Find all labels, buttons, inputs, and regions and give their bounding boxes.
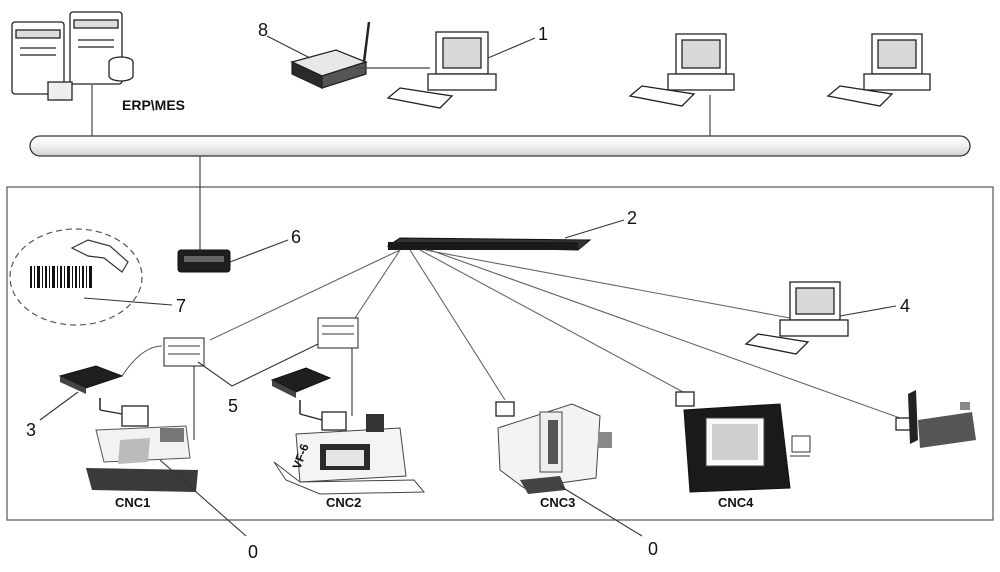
callout-5: 5 xyxy=(228,396,238,416)
callout-0b: 0 xyxy=(648,539,658,559)
cnc4-label: CNC4 xyxy=(718,495,754,510)
erp-mes-server-icon xyxy=(11,11,134,101)
computer-4-icon xyxy=(744,281,849,355)
callout-7: 7 xyxy=(176,296,186,316)
erp-mes-label: ERP\MES xyxy=(122,97,185,113)
callout-3: 3 xyxy=(26,420,36,440)
robot-arm-icon xyxy=(895,390,976,448)
switch-links xyxy=(209,249,901,419)
leader-3 xyxy=(39,391,79,421)
cnc1-label: CNC1 xyxy=(115,495,150,510)
cnc3-machine-icon xyxy=(495,401,612,494)
leader-0b xyxy=(559,485,643,537)
cnc1-machine-icon xyxy=(86,398,198,492)
workshop-boundary xyxy=(6,186,994,521)
handheld-scanner-icon xyxy=(70,239,129,273)
wireless-router-icon xyxy=(290,21,371,89)
leader-2 xyxy=(564,219,625,239)
cnc2-label: CNC2 xyxy=(326,495,361,510)
barcode-icon xyxy=(30,266,92,288)
callout-1: 1 xyxy=(538,24,548,44)
callout-6: 6 xyxy=(291,227,301,247)
callout-2: 2 xyxy=(627,208,637,228)
callout-4: 4 xyxy=(900,296,910,316)
callout-8: 8 xyxy=(258,20,268,40)
leader-6 xyxy=(229,239,289,263)
cnc4-machine-icon xyxy=(675,391,811,493)
office-computer-icon xyxy=(628,33,735,107)
leader-0a xyxy=(159,459,247,537)
cnc2-machine-icon: VF-6 xyxy=(273,400,426,495)
network-bus xyxy=(29,135,971,157)
operator-terminal-icon xyxy=(270,367,332,398)
data-collector-icon xyxy=(163,337,205,440)
leader-7 xyxy=(83,297,173,306)
barcode-scanner-group xyxy=(9,228,143,326)
data-collector-icon xyxy=(317,317,359,416)
cnc3-label: CNC3 xyxy=(540,495,575,510)
leader-5b xyxy=(231,343,319,387)
leader-8 xyxy=(266,35,311,59)
computer-1-icon xyxy=(386,31,497,109)
callout-0a: 0 xyxy=(248,542,258,562)
network-switch-icon xyxy=(386,237,592,251)
leader-4 xyxy=(839,305,897,317)
operator-terminal-icon xyxy=(58,345,163,394)
leader-1 xyxy=(487,37,536,59)
office-computer-icon xyxy=(826,33,931,107)
gateway-device-icon xyxy=(177,249,231,273)
leader-5a xyxy=(197,361,233,387)
